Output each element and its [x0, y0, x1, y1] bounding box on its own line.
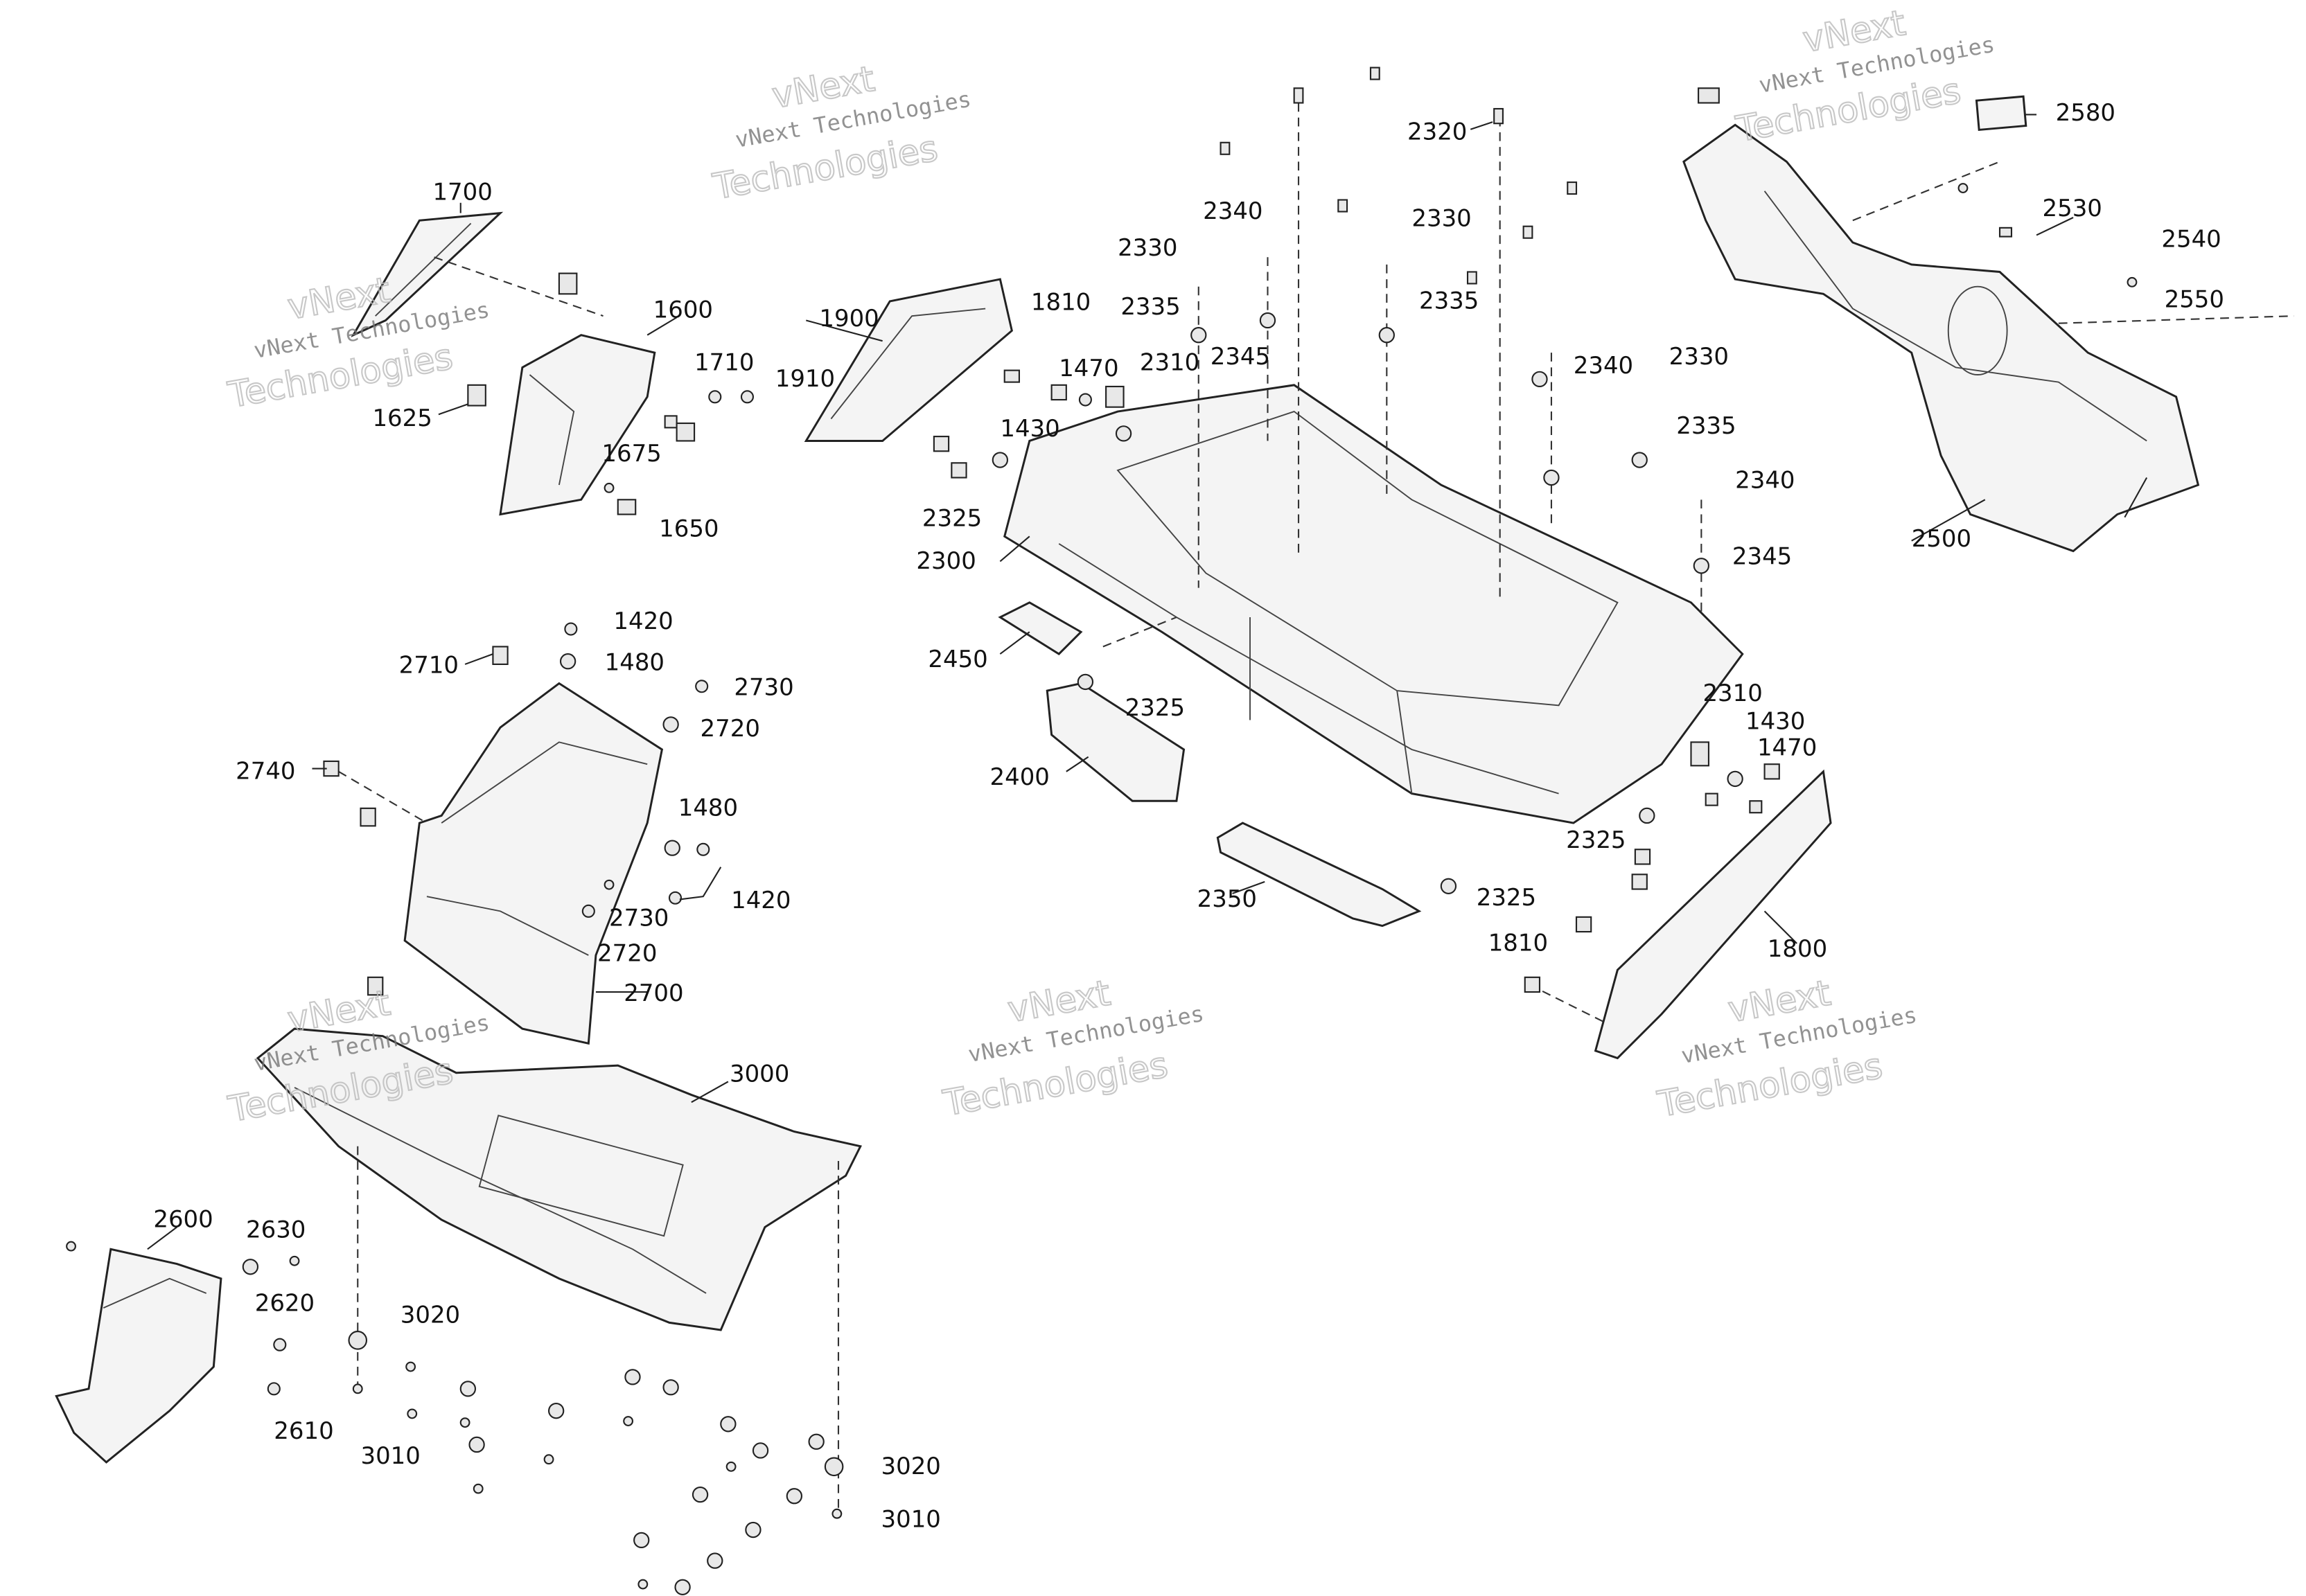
callout: 2310 — [1140, 349, 1199, 377]
callout: 2345 — [1211, 343, 1270, 371]
watermark: vNext vNext Technologies Technologies — [709, 58, 973, 209]
leader-lines — [147, 114, 2148, 1250]
part-1900 — [804, 278, 1013, 442]
callout: 2335 — [1120, 293, 1180, 321]
part-3000-skid-plate — [256, 1027, 862, 1331]
callout: 1430 — [1745, 707, 1805, 735]
callout: 1700 — [432, 179, 492, 206]
callout: 2710 — [399, 652, 459, 680]
watermark: vNext vNext Technologies Technologies — [940, 972, 1206, 1125]
assembly-lines — [338, 103, 2294, 1514]
part-1600 — [499, 334, 656, 516]
callout: 2540 — [2161, 225, 2221, 253]
callout: 2620 — [255, 1289, 315, 1317]
callout: 2720 — [597, 939, 657, 967]
callout: 2610 — [274, 1417, 333, 1445]
fasteners — [66, 66, 2138, 1595]
callout: 2550 — [2165, 285, 2224, 313]
callout: 2580 — [2056, 99, 2115, 127]
callout: 2330 — [1669, 343, 1729, 371]
part-2450 — [998, 601, 1083, 655]
watermark: vNext vNext Technologies Technologies — [1732, 2, 1997, 151]
callout: 2630 — [246, 1216, 306, 1243]
callout-labels: 1700 1600 1710 1910 1625 1675 1650 1900 … — [153, 99, 2224, 1533]
callout: 2325 — [1566, 826, 1626, 854]
part-2300-cargo-box — [1003, 384, 1744, 824]
callout: 2345 — [1732, 543, 1792, 571]
callout: 1900 — [819, 305, 879, 332]
callout: 3020 — [881, 1453, 941, 1480]
callout: 1625 — [372, 405, 432, 432]
callout: 1420 — [731, 887, 791, 914]
callout: 2450 — [928, 646, 987, 673]
callout: 2600 — [153, 1205, 213, 1233]
callout: 1430 — [1000, 415, 1059, 443]
callout: 1650 — [659, 515, 719, 542]
callout: 2730 — [609, 905, 669, 932]
part-2580 — [1975, 95, 2027, 132]
callout: 1710 — [694, 349, 754, 377]
callout: 2300 — [916, 547, 976, 575]
callout: 2340 — [1574, 352, 1633, 380]
callout: 2330 — [1118, 234, 1177, 262]
part-1700 — [351, 211, 504, 337]
callout: 1470 — [1059, 355, 1118, 382]
callout: 2500 — [1912, 525, 1971, 553]
callout: 3000 — [730, 1060, 789, 1088]
callout: 2350 — [1197, 885, 1257, 913]
callout: 2720 — [701, 715, 760, 743]
part-2500-rear-frame — [1682, 123, 2200, 553]
callout: 1420 — [613, 608, 673, 635]
callout: 3010 — [360, 1442, 420, 1470]
callout: 1910 — [775, 365, 835, 393]
callout: 2325 — [1125, 694, 1185, 722]
callout: 2325 — [922, 505, 982, 533]
callout: 2325 — [1477, 884, 1536, 912]
callout: 2335 — [1419, 287, 1479, 315]
part-2700 — [403, 682, 664, 1045]
callout: 1800 — [1768, 935, 1827, 963]
callout: 2330 — [1411, 205, 1471, 233]
callout: 2530 — [2043, 195, 2102, 222]
callout: 2700 — [624, 979, 683, 1007]
callout: 1480 — [678, 794, 738, 822]
callout: 3010 — [881, 1505, 941, 1533]
callout: 2320 — [1407, 118, 1467, 146]
part-2350 — [1216, 822, 1422, 928]
callout: 3020 — [401, 1301, 460, 1329]
callout: 1470 — [1757, 734, 1817, 761]
callout: 2400 — [990, 763, 1050, 791]
part-2600 — [55, 1248, 222, 1464]
callout: 1810 — [1488, 930, 1548, 957]
callout: 2310 — [1702, 680, 1762, 707]
callout: 1600 — [653, 296, 713, 323]
callout: 2740 — [236, 757, 295, 785]
callout: 2340 — [1735, 466, 1795, 494]
callout: 2335 — [1676, 412, 1736, 440]
callout: 1810 — [1031, 289, 1091, 317]
callout: 2730 — [734, 673, 793, 701]
part-1800 — [1594, 769, 1832, 1060]
callout: 2340 — [1203, 197, 1262, 225]
callout: 1480 — [605, 648, 664, 676]
callout: 1675 — [601, 440, 661, 468]
watermark: vNext vNext Technologies Technologies — [225, 269, 492, 417]
